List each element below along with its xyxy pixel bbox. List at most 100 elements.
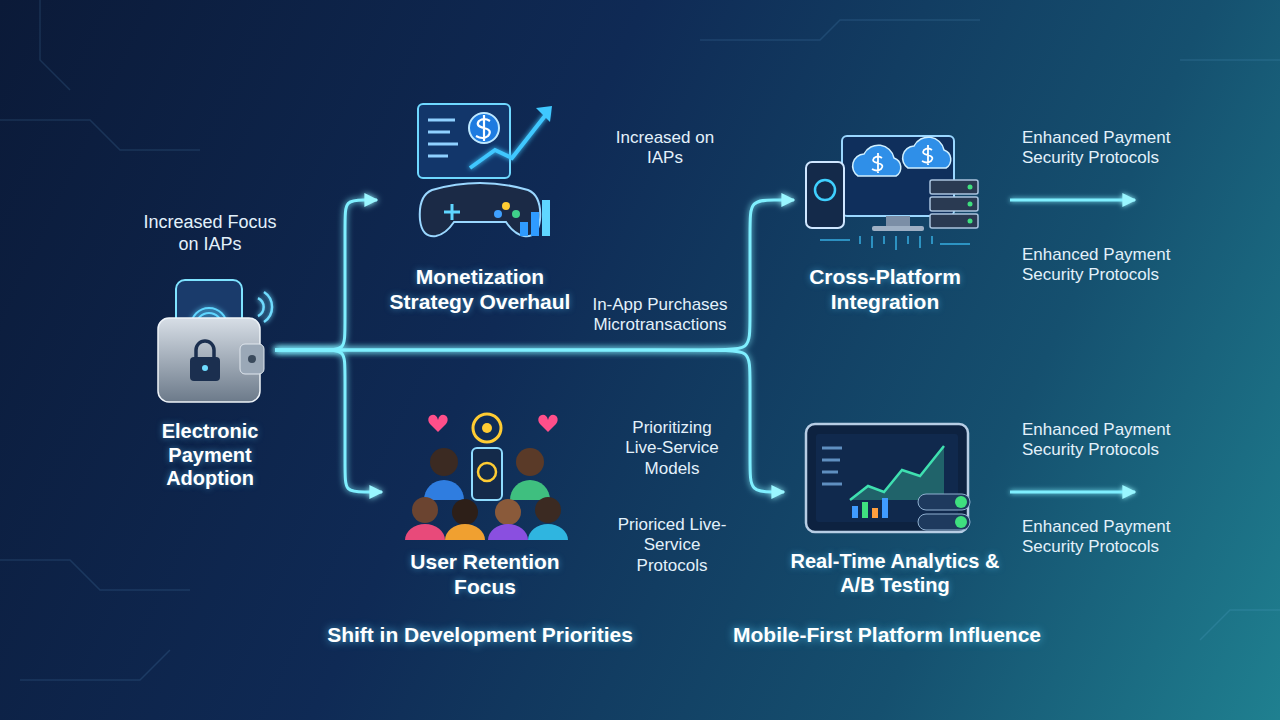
cross-platform-icon (968, 219, 973, 224)
cross-platform-icon (806, 136, 978, 250)
analytics-dashboard-icon (955, 496, 967, 508)
monetization-icon (428, 131, 450, 134)
annotation-label: Enhanced Payment Security Protocols (1022, 517, 1197, 558)
user-group-icon (430, 448, 458, 476)
section-caption: Mobile-First Platform Influence (707, 622, 1067, 647)
analytics-dashboard-icon (850, 446, 944, 500)
edge-label: Prioritizing Live-Service Models (612, 418, 732, 479)
analytics-dashboard-icon (822, 483, 842, 486)
cross-platform-icon (872, 226, 924, 231)
flow-connector (275, 350, 382, 492)
analytics-dashboard-icon (822, 447, 842, 450)
circuit-texture (20, 650, 170, 680)
user-group-icon (510, 480, 550, 500)
cross-platform-icon (968, 185, 973, 224)
user-group-icon (452, 499, 478, 525)
monetization-icon (428, 155, 448, 158)
flow-connector (275, 200, 794, 350)
cross-platform-icon (903, 137, 951, 168)
cross-platform-icon (860, 236, 932, 250)
circuit-texture (700, 20, 980, 40)
analytics-dashboard-icon (822, 471, 838, 474)
monetization-icon (531, 212, 539, 236)
monetization-icon (520, 222, 528, 236)
cross-platform-icon (872, 153, 882, 173)
cross-platform-icon (930, 214, 978, 228)
flow-connector (587, 491, 784, 494)
analytics-dashboard-icon (852, 498, 888, 518)
circuit-texture (0, 120, 200, 150)
analytics-dashboard-icon (852, 506, 858, 518)
node-label: Monetization Strategy Overhaul (378, 265, 582, 315)
user-group-icon (445, 524, 485, 540)
user-group-icon (535, 497, 561, 523)
cross-platform-icon (806, 162, 844, 228)
cross-platform-icon (820, 236, 970, 250)
cross-platform-icon (968, 202, 973, 207)
analytics-dashboard-icon (872, 508, 878, 518)
monetization-icon (469, 113, 499, 143)
user-group-icon (424, 480, 464, 500)
monetization-icon (542, 200, 550, 236)
monetization-icon (428, 119, 455, 122)
flow-connector (582, 199, 794, 202)
circuit-texture (0, 560, 190, 590)
annotation-label: Enhanced Payment Security Protocols (1022, 420, 1197, 461)
edge-label: Increased on IAPs (615, 128, 715, 169)
annotation-label: Prioriced Live-Service Protocols (612, 515, 732, 576)
node-label: User Retention Focus (383, 550, 587, 600)
wallet-icon (158, 280, 272, 402)
monetization-icon (502, 202, 510, 210)
annotation-label: Enhanced Payment Security Protocols (1022, 245, 1197, 286)
cross-platform-icon (815, 180, 835, 200)
analytics-dashboard-icon (822, 459, 840, 462)
circuit-texture (1200, 610, 1280, 640)
flow-connector (275, 350, 784, 492)
user-group-icon (538, 415, 557, 432)
wallet-icon (196, 341, 214, 358)
wallet-icon (258, 292, 272, 322)
monetization-icon (418, 104, 510, 178)
monetization-icon (536, 106, 552, 122)
annotation-label: Increased Focus on IAPs (138, 212, 283, 255)
user-group-icon (478, 463, 496, 481)
edge-label: In-App Purchases Microtransactions (580, 295, 740, 336)
analytics-dashboard-icon (918, 514, 970, 530)
node-label: Cross-Platform Integration (795, 265, 975, 315)
user-group-icon (528, 524, 568, 540)
icon-node: User Retention Focus (383, 405, 587, 600)
analytics-dashboard-icon (822, 448, 842, 484)
wallet-icon (248, 355, 256, 363)
monetization-icon (512, 210, 520, 218)
cross-platform-icon (930, 180, 978, 228)
output-arrow (1010, 491, 1135, 494)
monetization-icon (520, 200, 550, 236)
analytics-dashboard-icon (850, 446, 944, 500)
cross-platform-icon (968, 185, 973, 190)
node-label: Electronic Payment Adoption (145, 420, 275, 491)
monetization-icon (494, 210, 502, 218)
circuit-texture (1180, 59, 1280, 61)
circuit-texture (0, 0, 1280, 680)
icon-node: Monetization Strategy Overhaul (378, 100, 582, 315)
monetization-icon (420, 183, 541, 236)
analytics-dashboard-icon (862, 502, 868, 518)
user-group-icon (405, 414, 568, 540)
icon-node: Cross-Platform Integration (795, 125, 975, 315)
monetization-icon (476, 115, 490, 141)
cross-platform-icon (886, 216, 910, 226)
annotation-label: Enhanced Payment Security Protocols (1022, 128, 1197, 169)
icon-node: Real-Time Analytics & A/B Testing (785, 420, 1005, 597)
monetization-icon (428, 143, 458, 146)
analytics-dashboard-icon (882, 498, 888, 518)
user-group-icon (473, 414, 501, 442)
user-group-icon (495, 499, 521, 525)
connector-layer (275, 200, 794, 492)
analytics-dashboard-icon (918, 494, 970, 510)
circuit-texture (40, 0, 70, 90)
wallet-icon (264, 292, 272, 322)
user-group-icon (516, 448, 544, 476)
